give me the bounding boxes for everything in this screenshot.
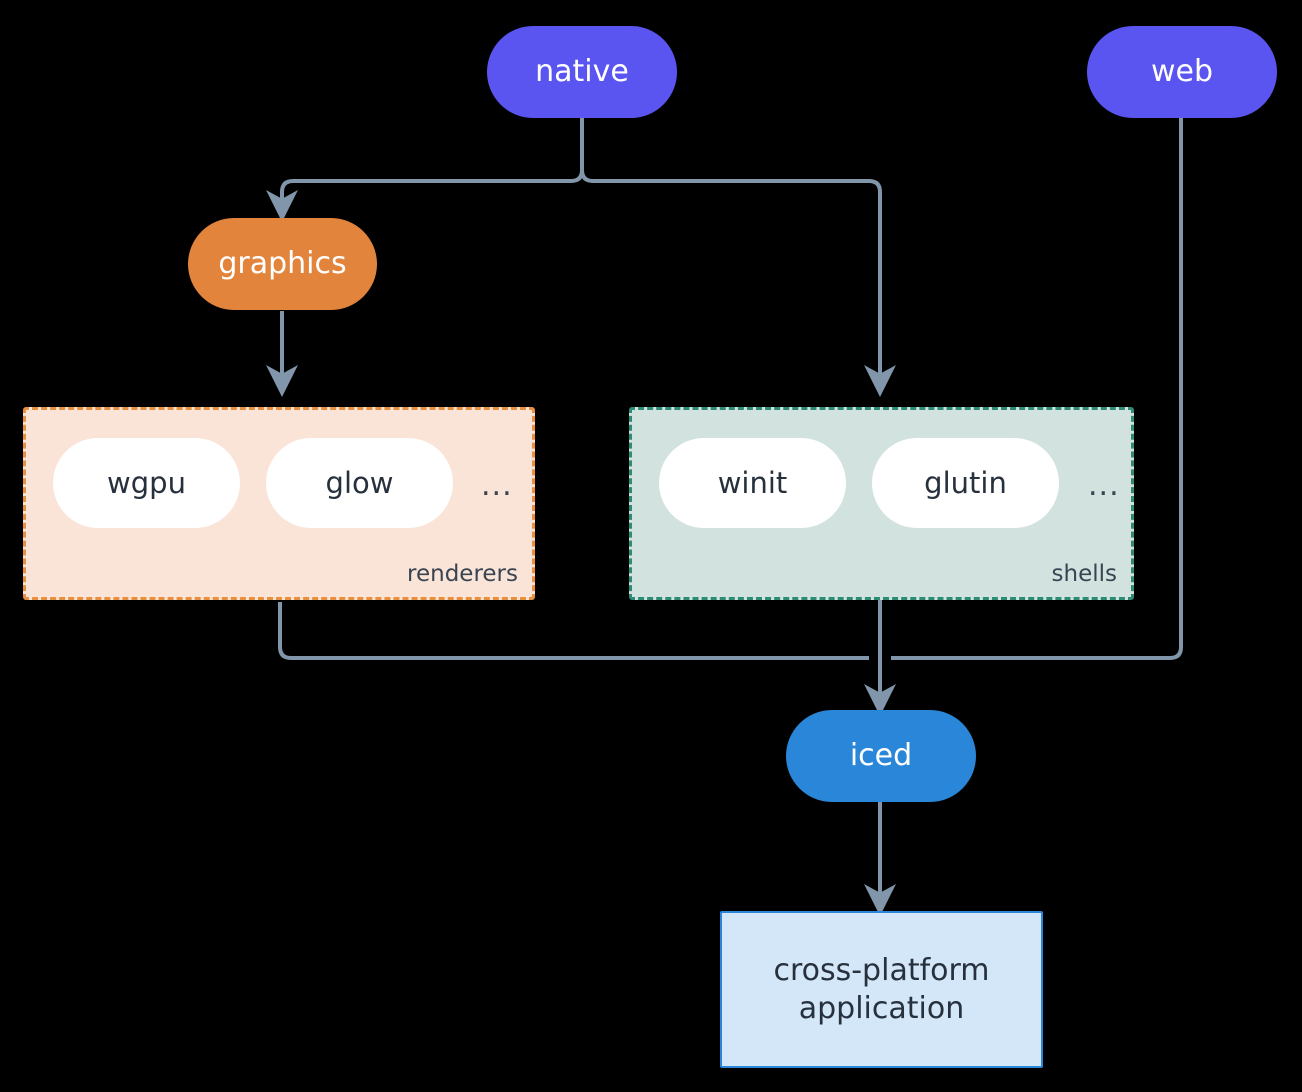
node-web-label: web [1150, 54, 1214, 90]
group-shells: winit glutin ... shells [629, 407, 1134, 600]
node-native-label: native [535, 54, 629, 90]
pill-wgpu[interactable]: wgpu [53, 438, 240, 528]
pill-winit-label: winit [717, 466, 788, 500]
application-label-line1: cross-platform [773, 953, 990, 988]
pill-winit[interactable]: winit [659, 438, 846, 528]
group-renderers-label: renderers [407, 561, 518, 587]
renderers-more-ellipsis: ... [481, 468, 513, 503]
node-native[interactable]: native [487, 26, 677, 118]
node-application[interactable]: cross-platform application [720, 911, 1043, 1068]
pill-glutin[interactable]: glutin [872, 438, 1059, 528]
shells-more-ellipsis: ... [1088, 468, 1120, 503]
edge-web-iced [891, 113, 1183, 660]
node-iced[interactable]: iced [786, 710, 976, 802]
node-web[interactable]: web [1087, 26, 1277, 118]
group-renderers: wgpu glow ... renderers [23, 407, 535, 600]
edge-native-graphics [266, 169, 584, 222]
pill-glutin-label: glutin [924, 466, 1007, 500]
group-shells-label: shells [1051, 561, 1117, 587]
node-iced-label: iced [849, 738, 913, 774]
edge-renderers-iced [278, 602, 869, 660]
edge-native-shells [580, 169, 896, 397]
application-label-line2: application [798, 990, 965, 1026]
node-graphics[interactable]: graphics [188, 218, 377, 310]
pill-glow-label: glow [325, 466, 394, 500]
pill-glow[interactable]: glow [266, 438, 453, 528]
node-graphics-label: graphics [218, 246, 347, 282]
pill-wgpu-label: wgpu [107, 466, 186, 500]
